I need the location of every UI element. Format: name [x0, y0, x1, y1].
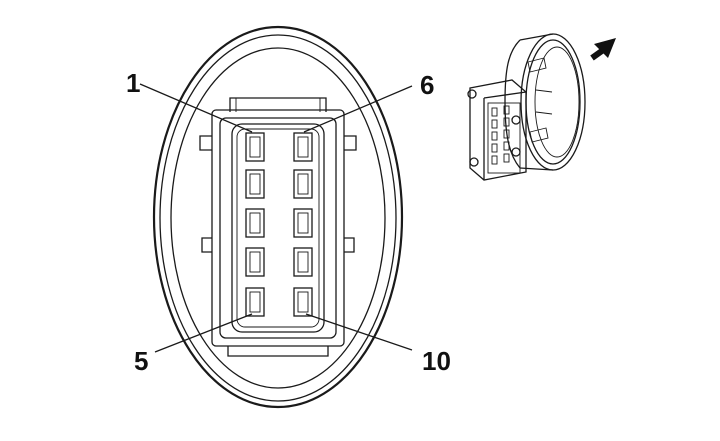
- arrow-up-right-icon: [590, 38, 616, 61]
- pin-cavity: [245, 208, 265, 238]
- pin-cavity: [245, 132, 265, 162]
- pin-label-1: 1: [126, 68, 140, 98]
- pin-cavities: [245, 132, 313, 317]
- leader-line-pin-10: [305, 313, 413, 351]
- outer-housing-ring: [152, 25, 404, 409]
- leader-line-pin-6: [303, 85, 413, 133]
- pin-cavity: [293, 287, 313, 317]
- connector-face: [152, 25, 404, 409]
- connector-shell: [199, 97, 357, 357]
- pin-cavity: [245, 287, 265, 317]
- pin-cavity: [245, 169, 265, 199]
- connector-perspective-view: [467, 33, 586, 181]
- pin-cavity: [293, 169, 313, 199]
- pin-cavity: [293, 247, 313, 277]
- pin-label-10: 10: [422, 346, 451, 376]
- pin-cavity: [293, 208, 313, 238]
- seal-ring: [170, 47, 386, 389]
- leader-line-pin-1: [139, 83, 253, 133]
- pin-label-5: 5: [134, 346, 148, 376]
- pin-cavity: [245, 247, 265, 277]
- pin-label-6: 6: [420, 70, 434, 100]
- outer-housing-ring-inner: [159, 34, 397, 402]
- pin-cavity: [293, 132, 313, 162]
- leader-line-pin-5: [154, 313, 253, 353]
- leader-lines: [139, 83, 413, 353]
